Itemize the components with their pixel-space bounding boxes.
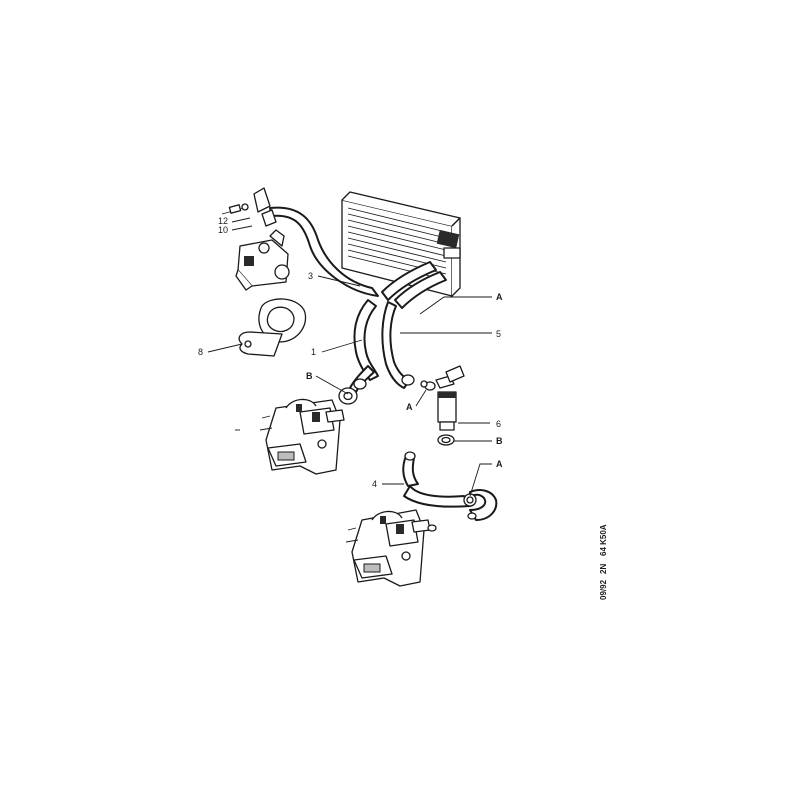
reference-code-2n: 2N <box>599 564 608 574</box>
heater-radiator <box>341 191 461 297</box>
bracket-8 <box>238 298 307 357</box>
engine-block-lower <box>345 509 437 587</box>
reference-date: 09/92 <box>599 579 608 600</box>
callout-B-upper: B <box>306 371 313 381</box>
thermostat-housing <box>235 187 290 291</box>
hose-5 <box>381 301 415 389</box>
callout-12: 12 <box>218 216 228 226</box>
callout-4: 4 <box>372 479 377 489</box>
reference-sheet: 64 K50A <box>599 524 608 556</box>
callout-10: 10 <box>218 225 228 235</box>
leader-lines <box>207 217 492 497</box>
callout-5: 5 <box>496 329 501 339</box>
hose-4 <box>402 451 498 521</box>
callout-B-lower: B <box>496 436 503 446</box>
callout-8: 8 <box>198 347 203 357</box>
water-valve-6 <box>420 365 465 431</box>
callout-6: 6 <box>496 419 501 429</box>
callout-3: 3 <box>308 271 313 281</box>
reference-code: 09/92 2N 64 K50A <box>599 524 608 600</box>
hose-connector-upper <box>338 365 375 405</box>
hose-1 <box>353 299 379 381</box>
callout-A-top: A <box>496 292 503 302</box>
callout-A-middle: A <box>406 402 413 412</box>
engine-block-upper <box>259 398 345 475</box>
callout-1: 1 <box>311 347 316 357</box>
callout-A-bottom: A <box>496 459 503 469</box>
bleed-screw <box>221 203 249 215</box>
callout-labels: 12 10 3 8 1 B 4 A 5 A 6 B A <box>198 216 503 489</box>
hose-3 <box>269 206 447 309</box>
clip-b-lower <box>437 434 455 446</box>
